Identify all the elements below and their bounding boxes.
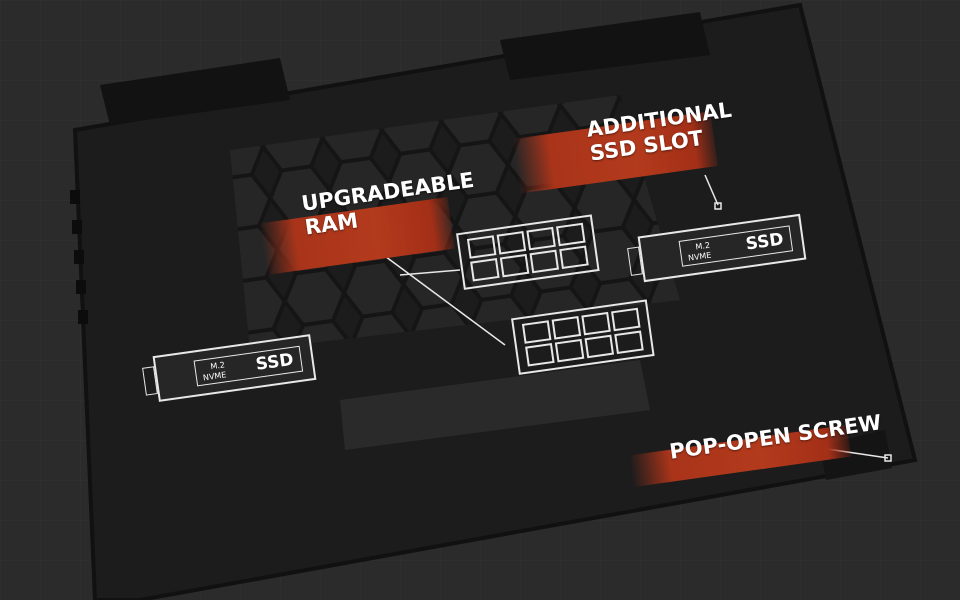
ram-module-2 <box>511 299 655 375</box>
ssd-connector <box>142 366 158 396</box>
top-vent-right <box>500 12 710 80</box>
ram-module-1 <box>456 214 600 290</box>
top-vent-left <box>100 58 290 125</box>
side-vents <box>70 190 88 324</box>
ssd-connector <box>627 246 643 276</box>
ram-modules <box>456 214 655 375</box>
center-panel <box>340 360 650 450</box>
